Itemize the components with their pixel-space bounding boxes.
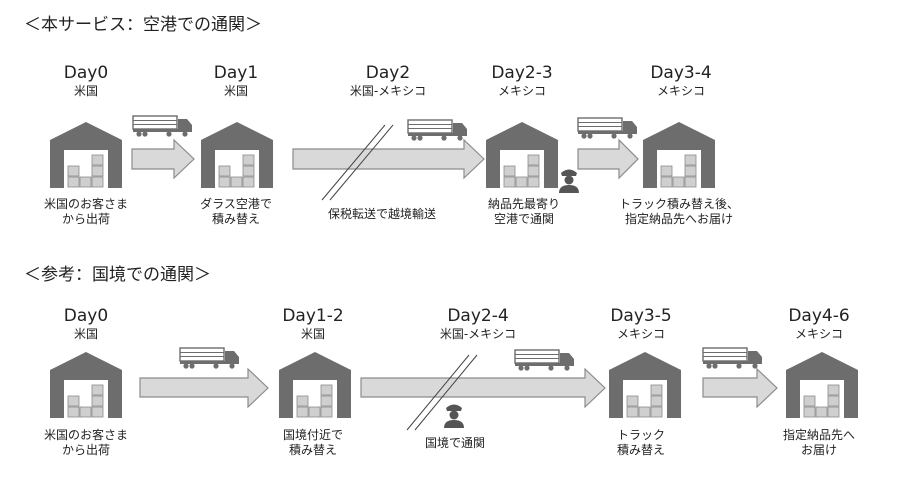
- s1-stage5-caption: トラック積み替え後、 指定納品先へお届け: [618, 197, 739, 226]
- s1-stage4-day: Day2-3 メキシコ: [447, 63, 597, 99]
- arrow-right-icon: [702, 367, 778, 409]
- warehouse-icon: [278, 351, 352, 419]
- s2-stage2-caption: 国境付近で 積み替え: [282, 428, 343, 457]
- s2-stage5-caption: 指定納品先へ お届け: [782, 428, 855, 457]
- truck-icon: [514, 349, 575, 372]
- day-label: Day0: [63, 63, 109, 83]
- warehouse-icon: [485, 121, 559, 189]
- country-label: 米国-メキシコ: [439, 327, 517, 341]
- border-slash-icon: [414, 354, 478, 431]
- s1-stage2-day: Day1 米国: [161, 63, 311, 99]
- customs-officer-icon: [559, 169, 579, 193]
- border-slash-icon: [329, 124, 394, 201]
- s1-stage1-day: Day0 米国: [11, 63, 161, 99]
- s1-stage5-day: Day3-4 メキシコ: [606, 63, 756, 99]
- day-label: Day2-4: [447, 306, 509, 326]
- truck-icon: [702, 347, 763, 370]
- country-label: メキシコ: [616, 327, 665, 341]
- warehouse-icon: [49, 351, 123, 419]
- s2-stage1-caption: 米国のお客さま から出荷: [43, 428, 128, 457]
- s1-stage3-caption: 保税転送で越境輸送: [327, 207, 436, 221]
- day-label: Day3-4: [650, 63, 712, 83]
- country-label: 米国-メキシコ: [349, 84, 427, 98]
- s1-stage3-day: Day2 米国-メキシコ: [313, 63, 463, 99]
- arrow-right-icon: [292, 138, 485, 180]
- section2-title: ＜参考：国境での通関＞: [24, 265, 211, 285]
- country-label: メキシコ: [794, 327, 843, 341]
- day-label: Day3-5: [610, 306, 672, 326]
- s2-stage5-day: Day4-6 メキシコ: [744, 306, 894, 342]
- section1-title: ＜本サービス：空港での通関＞: [24, 15, 262, 35]
- country-label: メキシコ: [656, 84, 705, 98]
- arrow-right-icon: [139, 367, 269, 409]
- s1-stage4-caption: 納品先最寄り 空港で通関: [487, 197, 560, 226]
- country-label: 米国: [73, 327, 98, 341]
- truck-icon: [179, 347, 240, 370]
- truck-icon: [132, 115, 193, 138]
- customs-officer-icon: [444, 404, 464, 428]
- arrow-right-icon: [360, 367, 606, 409]
- warehouse-icon: [200, 121, 274, 189]
- day-label: Day0: [63, 306, 109, 326]
- day-label: Day1: [213, 63, 259, 83]
- warehouse-icon: [49, 121, 123, 189]
- s2-stage4-caption: トラック 積み替え: [616, 428, 665, 457]
- truck-icon: [407, 119, 468, 142]
- s2-stage1-day: Day0 米国: [11, 306, 161, 342]
- arrow-right-icon: [131, 138, 195, 180]
- country-label: 米国: [73, 84, 98, 98]
- border-slash-icon: [406, 354, 470, 431]
- day-label: Day2: [365, 63, 411, 83]
- s2-stage3-day: Day2-4 米国-メキシコ: [403, 306, 553, 342]
- s1-stage1-caption: 米国のお客さま から出荷: [43, 197, 128, 226]
- day-label: Day2-3: [491, 63, 553, 83]
- country-label: メキシコ: [497, 84, 546, 98]
- country-label: 米国: [300, 327, 325, 341]
- arrow-right-icon: [577, 138, 639, 180]
- s2-stage3-caption: 国境で通関: [424, 436, 485, 450]
- border-slash-icon: [321, 124, 386, 201]
- warehouse-icon: [608, 351, 682, 419]
- warehouse-icon: [642, 121, 716, 189]
- s2-stage4-day: Day3-5 メキシコ: [566, 306, 716, 342]
- s2-stage2-day: Day1-2 米国: [238, 306, 388, 342]
- truck-icon: [577, 117, 638, 140]
- s1-stage2-caption: ダラス空港で 積み替え: [200, 197, 272, 226]
- country-label: 米国: [223, 84, 248, 98]
- day-label: Day4-6: [788, 306, 850, 326]
- warehouse-icon: [785, 351, 859, 419]
- day-label: Day1-2: [282, 306, 344, 326]
